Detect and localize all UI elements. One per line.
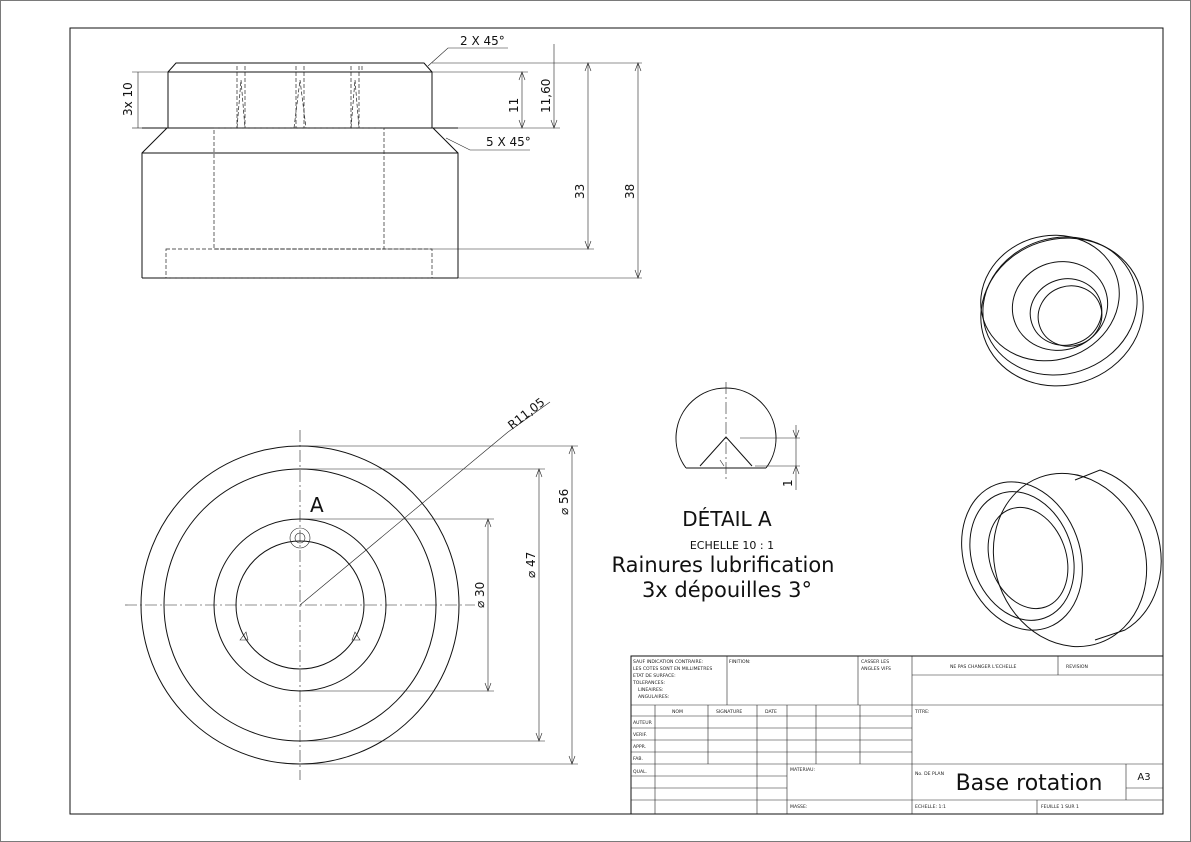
front-view (141, 62, 459, 279)
dia-47-label: ⌀ 47 (524, 552, 538, 578)
row-auteur: AUTEUR (633, 720, 653, 726)
col-signature: SIGNATURE (716, 709, 742, 715)
sheet-size: A3 (1137, 772, 1150, 783)
dim-38-label: 38 (623, 184, 637, 199)
material-label: MATERIAU: (790, 767, 816, 773)
tol-line-4: TOLERANCES: (632, 680, 665, 686)
dim-33-label: 33 (573, 184, 587, 199)
no-scale-label: NE PAS CHANGER L'ECHELLE (950, 664, 1017, 670)
chamfer-top-label: 2 X 45° (460, 34, 505, 48)
dim-11-label: 11 (507, 98, 521, 113)
note-line-2: 3x dépouilles 3° (642, 578, 812, 602)
isometric-view-front (961, 469, 1162, 648)
scale-label: ECHELLE: 1:1 (915, 804, 946, 810)
isometric-view-back (980, 234, 1144, 387)
detail-depth-label: 1 (781, 479, 795, 487)
finish-label: FINITION: (729, 659, 751, 665)
part-name: Base rotation (956, 771, 1103, 796)
col-date: DATE (765, 709, 777, 715)
chamfer-bottom-label: 5 X 45° (486, 135, 531, 149)
revision-label: REVISION (1066, 664, 1088, 670)
radius-label: R11,05 (505, 395, 547, 432)
tol-line-6: ANGULAIRES: (638, 694, 670, 700)
row-verif: VERIF. (633, 732, 647, 738)
detail-marker-a: A (310, 493, 324, 517)
groove-count-label: 3x 10 (121, 82, 135, 116)
top-view-dimensions: ⌀ 56 ⌀ 47 ⌀ 30 (300, 445, 578, 765)
note-line-1: Rainures lubrification (612, 553, 835, 577)
drawing-no-label: No. DE PLAN (915, 771, 944, 777)
title-block: SAUF INDICATION CONTRAIRE: LES COTES SON… (630, 655, 1164, 815)
detail-title: DÉTAIL A (682, 507, 772, 531)
tol-line-2: LES COTES SONT EN MILLIMETRES (633, 666, 712, 672)
break-edges-2: ANGLES VIFS (861, 666, 891, 672)
row-qual: QUAL. (633, 769, 647, 775)
break-edges-1: CASSER LES (861, 659, 889, 665)
tol-line-3: ETAT DE SURFACE: (633, 673, 676, 679)
tol-line-5: LINEAIRES: (638, 687, 664, 693)
col-nom: NOM (672, 709, 683, 715)
drawing-frame (69, 27, 1164, 815)
row-fab: FAB. (633, 756, 643, 762)
dim-11-60-label: 11,60 (539, 79, 553, 113)
title-label: TITRE: (914, 709, 930, 715)
tol-line-1: SAUF INDICATION CONTRAIRE: (633, 659, 704, 665)
front-view-dimensions: 2 X 45° 5 X 45° 3x 10 11 11,60 33 38 (121, 34, 642, 279)
mass-label: MASSE: (790, 804, 808, 810)
row-appr: APPR. (633, 744, 646, 750)
sheet-count-label: FEUILLE 1 SUR 1 (1041, 804, 1079, 810)
detail-scale: ECHELLE 10 : 1 (690, 539, 774, 552)
dia-56-label: ⌀ 56 (557, 489, 571, 515)
dia-30-label: ⌀ 30 (473, 582, 487, 608)
detail-a-view: 1 DÉTAIL A ECHELLE 10 : 1 Rainures lubri… (612, 382, 835, 602)
